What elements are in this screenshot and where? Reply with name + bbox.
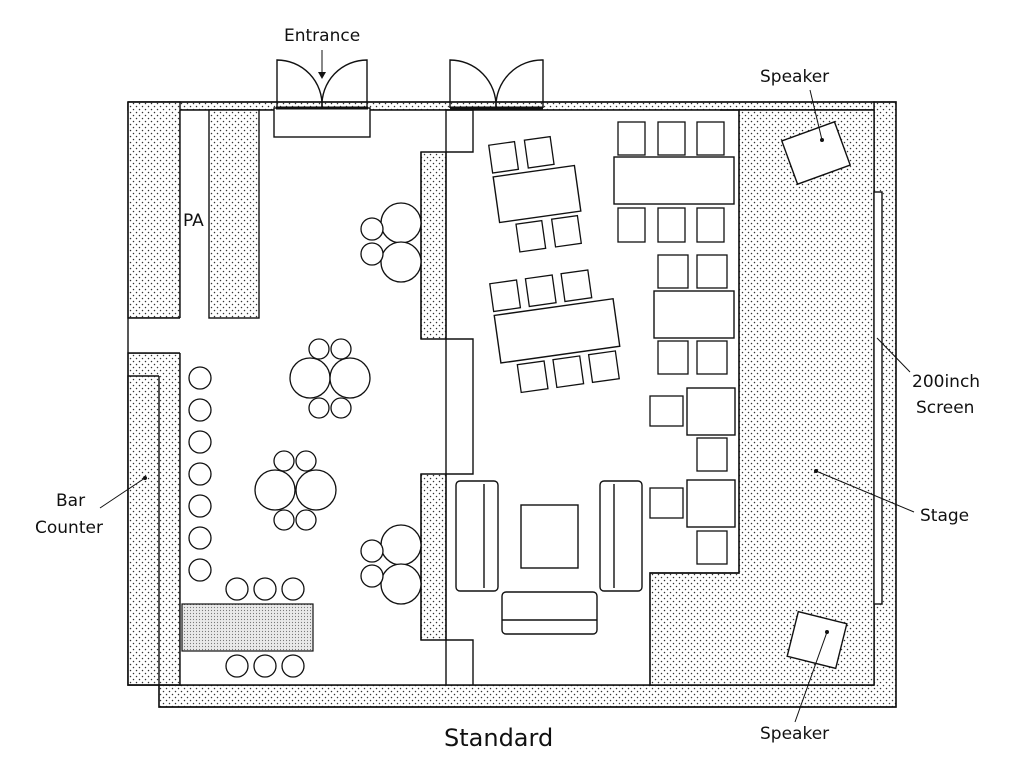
dining-table-3: [613, 121, 735, 243]
speaker-bottom-label: Speaker: [760, 724, 829, 744]
screen-label-line1: 200inch: [912, 372, 980, 392]
plan-title: Standard: [444, 724, 553, 752]
high-table: [181, 577, 314, 678]
speaker-top: [780, 120, 852, 186]
speaker-top-label-group: Speaker: [760, 67, 829, 141]
entrance-door-left: [273, 59, 371, 138]
bar-counter-label-line1: Bar: [56, 491, 85, 511]
square-table-1: [649, 387, 736, 472]
entrance-label-group: Entrance: [284, 26, 360, 79]
screen-label-group: 200inch Screen: [876, 337, 980, 418]
dining-table-2: [489, 269, 621, 394]
pa-booth: PA: [183, 109, 260, 319]
bar-stools: [188, 366, 212, 582]
speaker-top-label: Speaker: [760, 67, 829, 87]
round-table-center-1: [289, 338, 371, 419]
entrance-door-right: [449, 59, 544, 110]
stage: [649, 109, 883, 686]
room-divider: [420, 109, 474, 685]
dining-table-1: [488, 135, 583, 253]
building-outline: [127, 101, 897, 708]
dining-table-4: [653, 254, 735, 375]
stage-label: Stage: [920, 506, 969, 526]
screen-label-line2: Screen: [916, 398, 974, 418]
bar-counter-label-line2: Counter: [35, 518, 103, 538]
round-table-cluster-top: [360, 202, 422, 283]
sofa-set: [455, 480, 643, 635]
entrance-label: Entrance: [284, 26, 360, 46]
pa-label: PA: [183, 211, 204, 231]
square-table-2: [649, 479, 736, 565]
bar-counter-label-group: Bar Counter: [35, 476, 147, 538]
speaker-bottom: [786, 610, 848, 670]
round-table-cluster-bottom: [360, 524, 422, 605]
round-table-center-2: [254, 450, 337, 531]
stage-label-group: Stage: [814, 469, 969, 526]
speaker-bottom-label-group: Speaker: [760, 631, 829, 744]
projection-screen: [873, 191, 883, 605]
